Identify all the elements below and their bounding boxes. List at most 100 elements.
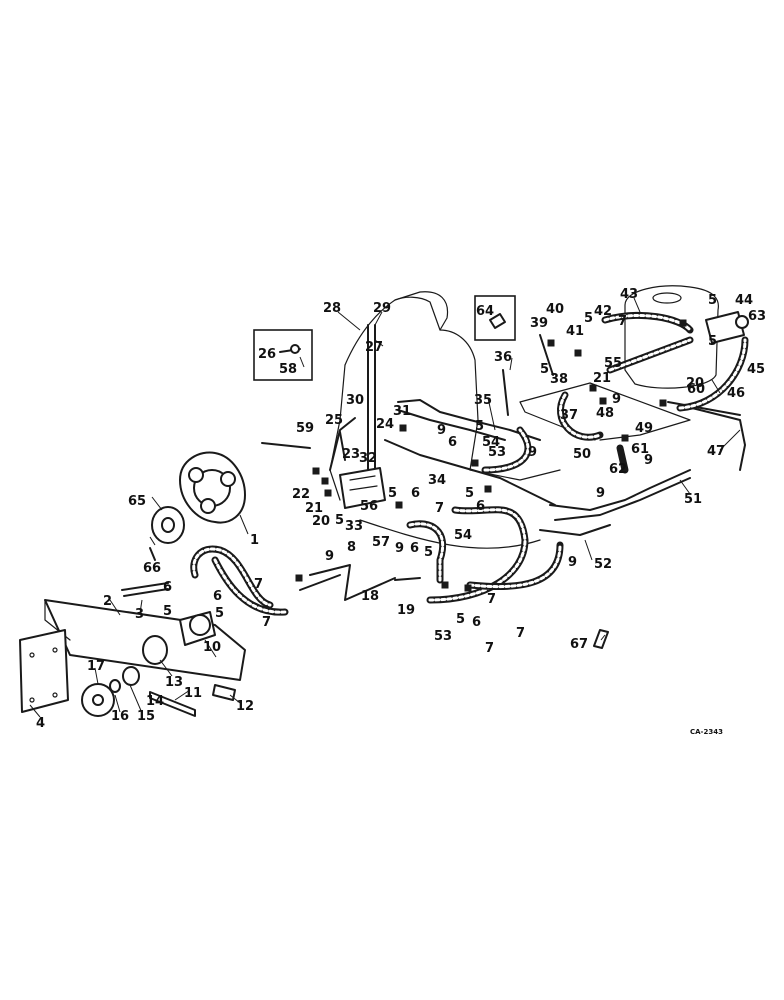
callout-31: 31 xyxy=(393,404,411,419)
callout-46: 46 xyxy=(727,386,745,401)
callout-47: 47 xyxy=(707,444,725,459)
callout-9h: 9 xyxy=(612,392,621,407)
drive-shaft xyxy=(149,684,236,717)
callout-43: 43 xyxy=(620,287,638,302)
callout-36: 36 xyxy=(494,350,512,365)
callout-9f: 9 xyxy=(596,486,605,501)
callout-5k: 5 xyxy=(708,293,717,308)
hydraulic-tank xyxy=(624,285,719,389)
callout-66: 66 xyxy=(143,561,161,576)
callout-64: 64 xyxy=(476,304,494,319)
callout-9e: 9 xyxy=(644,453,653,468)
callout-5g: 5 xyxy=(475,419,484,434)
callout-6f: 6 xyxy=(410,541,419,556)
callout-5a: 5 xyxy=(163,604,172,619)
callout-58: 58 xyxy=(279,362,297,377)
callout-21a: 21 xyxy=(305,501,323,516)
callout-5l: 5 xyxy=(708,334,717,349)
driven-sprocket xyxy=(81,683,115,717)
callout-6d: 6 xyxy=(448,435,457,450)
callout-6e: 6 xyxy=(476,499,485,514)
callout-53b: 53 xyxy=(434,629,452,644)
callout-39: 39 xyxy=(530,316,548,331)
callout-34: 34 xyxy=(428,473,446,488)
callout-63: 63 xyxy=(748,309,766,324)
drive-sprocket xyxy=(179,451,246,524)
callout-53a: 53 xyxy=(488,445,506,460)
callout-29: 29 xyxy=(373,301,391,316)
callout-10: 10 xyxy=(203,640,221,655)
callout-40: 40 xyxy=(546,302,564,317)
callout-18: 18 xyxy=(361,589,379,604)
fittings xyxy=(295,319,687,592)
callout-15: 15 xyxy=(137,709,155,724)
hydraulic-tubes xyxy=(299,324,746,601)
hydraulic-motor xyxy=(179,611,216,646)
callout-6a: 6 xyxy=(163,580,172,595)
callout-33: 33 xyxy=(345,519,363,534)
callout-5b: 5 xyxy=(215,606,224,621)
mounting-plate xyxy=(19,629,69,713)
figure-reference-code: CA-2343 xyxy=(690,728,723,736)
callout-52: 52 xyxy=(594,557,612,572)
callout-42: 42 xyxy=(594,304,612,319)
callout-5h: 5 xyxy=(456,612,465,627)
callout-28: 28 xyxy=(323,301,341,316)
callout-38: 38 xyxy=(550,372,568,387)
callout-7d: 7 xyxy=(487,592,496,607)
callout-61: 61 xyxy=(631,442,649,457)
sprocket-hub xyxy=(151,506,185,544)
callout-9b: 9 xyxy=(395,541,404,556)
callout-44: 44 xyxy=(735,293,753,308)
callout-14: 14 xyxy=(146,694,164,709)
callout-4: 4 xyxy=(36,716,45,731)
callout-65: 65 xyxy=(128,494,146,509)
callout-2: 2 xyxy=(103,594,112,609)
callout-17: 17 xyxy=(87,659,105,674)
callout-9a: 9 xyxy=(325,549,334,564)
callout-5e: 5 xyxy=(424,545,433,560)
callout-56: 56 xyxy=(360,499,378,514)
callout-5j: 5 xyxy=(540,362,549,377)
inset-box-26-58 xyxy=(253,329,313,381)
callout-32: 32 xyxy=(359,451,377,466)
callout-5c: 5 xyxy=(335,513,344,528)
callout-22: 22 xyxy=(292,487,310,502)
callout-41: 41 xyxy=(566,324,584,339)
callout-49: 49 xyxy=(635,421,653,436)
callout-6c: 6 xyxy=(411,486,420,501)
callout-27: 27 xyxy=(365,340,383,355)
callout-5i: 5 xyxy=(584,311,593,326)
callout-6b: 6 xyxy=(213,589,222,604)
callout-labels: 1 2 3 4 5 5 5 5 5 5 5 5 5 5 5 5 6 6 6 6 … xyxy=(36,287,766,731)
drive-chain xyxy=(121,582,169,597)
callout-54b: 54 xyxy=(454,528,472,543)
callout-11: 11 xyxy=(184,686,202,701)
callout-3: 3 xyxy=(135,607,144,622)
callout-16: 16 xyxy=(111,709,129,724)
callout-59: 59 xyxy=(296,421,314,436)
callout-19: 19 xyxy=(397,603,415,618)
callout-7a: 7 xyxy=(254,577,263,592)
control-valve-block xyxy=(339,467,386,509)
callout-60: 60 xyxy=(687,382,705,397)
callout-54a: 54 xyxy=(482,435,500,450)
callout-25: 25 xyxy=(325,413,343,428)
lift-cylinder xyxy=(705,311,749,344)
callout-7f: 7 xyxy=(516,626,525,641)
callout-6g: 6 xyxy=(472,615,481,630)
callout-5f: 5 xyxy=(465,486,474,501)
callout-20b: 20 xyxy=(686,376,704,391)
callout-48: 48 xyxy=(596,406,614,421)
callout-55: 55 xyxy=(604,356,622,371)
machine-body-outline xyxy=(329,291,561,549)
callout-9c: 9 xyxy=(437,423,446,438)
callout-35: 35 xyxy=(474,393,492,408)
callout-21b: 21 xyxy=(593,371,611,386)
loose-parts xyxy=(149,334,609,649)
callout-26: 26 xyxy=(258,347,276,362)
callout-8: 8 xyxy=(347,540,356,555)
callout-37: 37 xyxy=(560,408,578,423)
callout-1: 1 xyxy=(250,533,259,548)
